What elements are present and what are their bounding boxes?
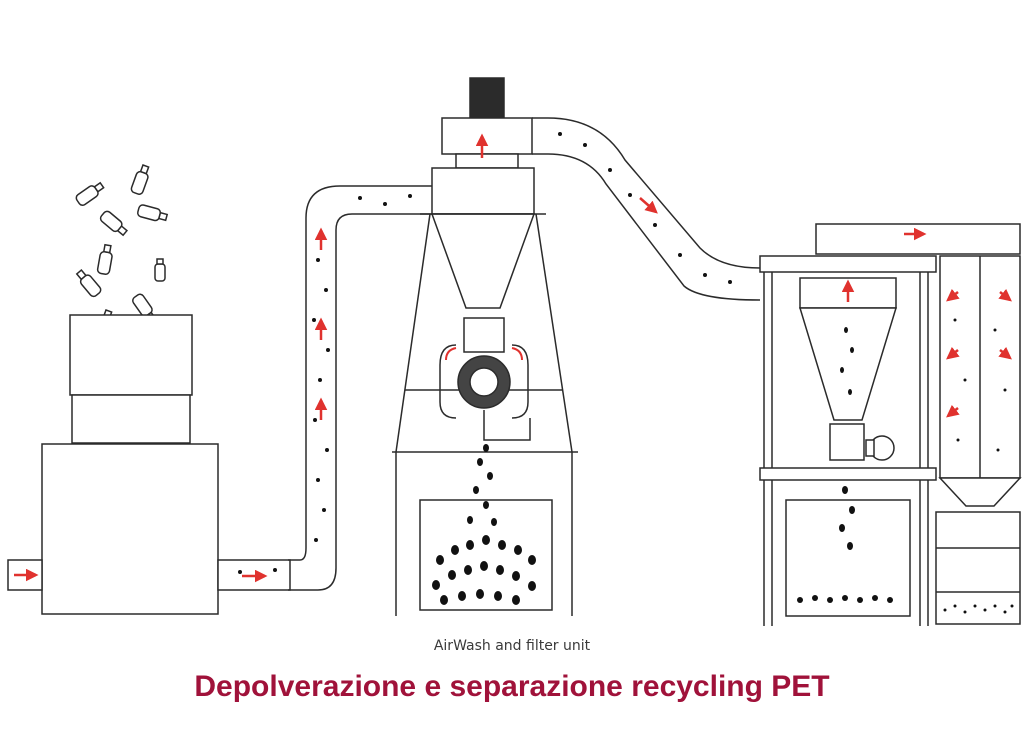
duct-particles	[238, 194, 412, 580]
dust-bin	[935, 511, 1021, 625]
filter-cyclone	[759, 223, 1021, 626]
rotary-valve-motor	[829, 423, 895, 461]
feed-hopper	[7, 314, 291, 615]
collection-bin	[395, 452, 573, 616]
airwash-drum	[439, 317, 531, 441]
cyclone-separator	[392, 167, 578, 453]
bag-filter	[938, 255, 1022, 507]
falling-granules	[432, 444, 536, 605]
transfer-duct	[532, 117, 761, 301]
diagram-caption: AirWash and filter unit	[433, 638, 591, 654]
bottles-icon	[75, 164, 169, 368]
slide-title: Depolverazione e separazione recycling P…	[194, 670, 830, 703]
rising-duct	[288, 185, 432, 591]
fan-motor	[441, 77, 533, 169]
